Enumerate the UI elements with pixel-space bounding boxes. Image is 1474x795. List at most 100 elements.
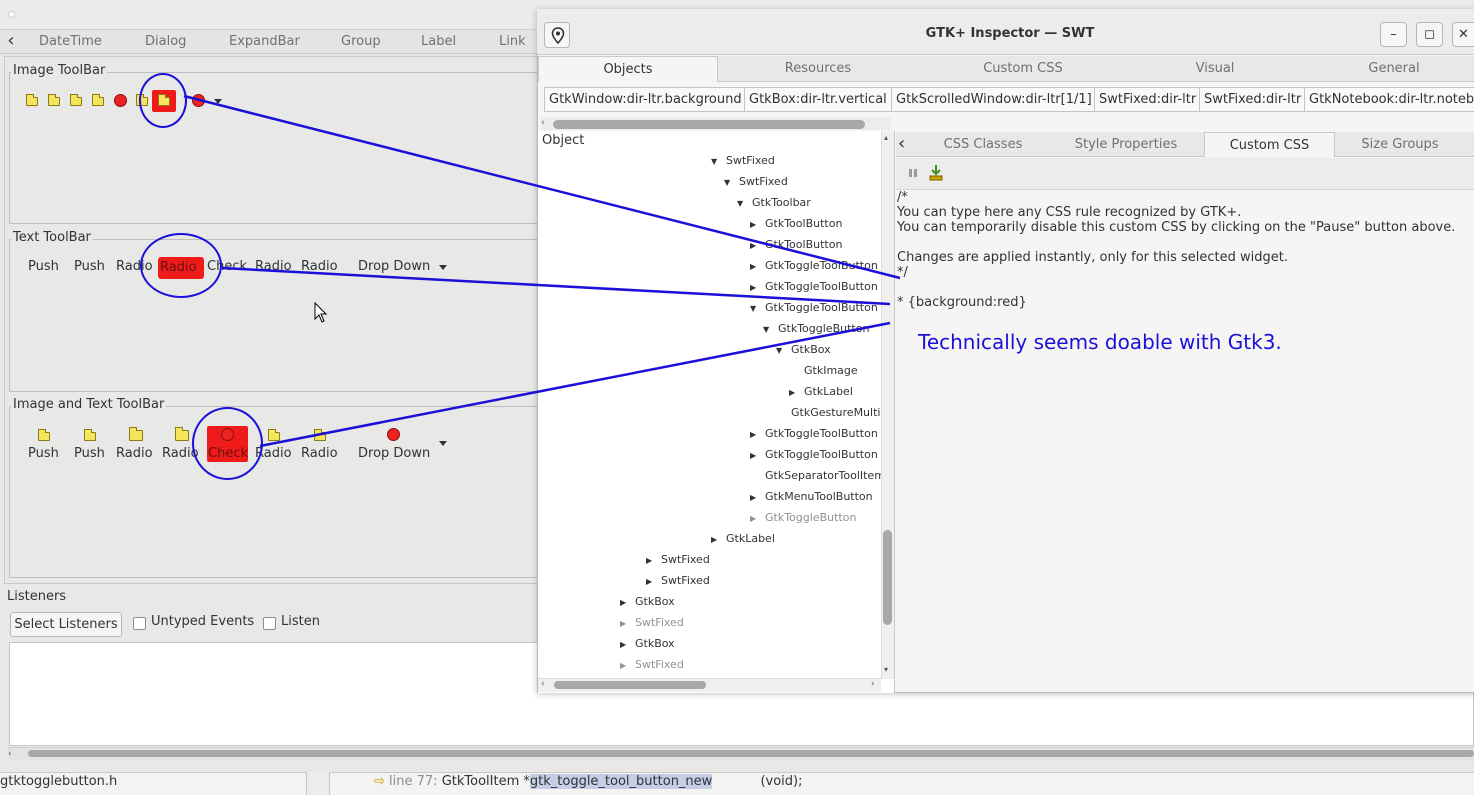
subtab-custom-css[interactable]: Custom CSS [1204, 132, 1335, 157]
subtab-size-groups[interactable]: Size Groups [1361, 137, 1439, 152]
dropdown-arrow-icon[interactable] [439, 265, 447, 270]
scrollbar-thumb[interactable] [883, 530, 892, 625]
tree-row[interactable]: GtkMenuToolButton [765, 490, 873, 503]
tab-custom-css[interactable]: Custom CSS [983, 61, 1063, 76]
folder-icon[interactable] [26, 94, 38, 106]
expander-icon[interactable]: ▼ [724, 178, 731, 187]
folder-icon[interactable] [48, 94, 60, 106]
expander-icon[interactable]: ▶ [750, 493, 757, 502]
toolbar-radio-button[interactable]: Radio [116, 446, 153, 461]
tree-row[interactable]: GtkLabel [726, 532, 775, 545]
expander-icon[interactable]: ▼ [711, 157, 718, 166]
expander-icon[interactable]: ▼ [776, 346, 783, 355]
back-arrow-icon[interactable]: ‹ [898, 133, 906, 154]
expander-icon[interactable]: ▶ [750, 283, 757, 292]
tree-row[interactable]: GtkSeparatorToolItem [765, 469, 885, 482]
expander-icon[interactable]: ▶ [646, 556, 653, 565]
save-icon[interactable] [928, 164, 944, 182]
tree-row[interactable]: SwtFixed [635, 658, 684, 671]
tree-row[interactable]: SwtFixed [726, 154, 775, 167]
tree-row[interactable]: GtkToggleToolButton [765, 280, 878, 293]
tab-resources[interactable]: Resources [784, 61, 852, 76]
scrollbar-thumb[interactable] [553, 120, 865, 129]
toolbar-dropdown-button[interactable]: Drop Down [358, 259, 431, 274]
select-widget-button[interactable] [544, 22, 570, 48]
tree-row[interactable]: GtkGestureMulti [791, 406, 881, 419]
expander-icon[interactable]: ▶ [750, 220, 757, 229]
expander-icon[interactable]: ▶ [620, 661, 627, 670]
toolbar-push-button[interactable]: Push [74, 446, 105, 461]
scroll-left-icon[interactable]: ‹ [541, 118, 545, 128]
toolbar-radio-button[interactable]: Radio [162, 446, 199, 461]
breadcrumb-item[interactable]: SwtFixed:dir-ltr [1199, 87, 1307, 112]
scroll-right-icon[interactable]: › [871, 679, 875, 689]
tree-row[interactable]: GtkToolButton [765, 238, 843, 251]
tab-link[interactable]: Link [499, 34, 526, 49]
scroll-down-icon[interactable]: ▾ [884, 665, 889, 674]
tree-row[interactable]: SwtFixed [635, 616, 684, 629]
tab-datetime[interactable]: DateTime [39, 34, 102, 49]
toolbar-push-button[interactable]: Push [28, 259, 59, 274]
subtab-style-properties[interactable]: Style Properties [1074, 137, 1178, 152]
breadcrumb-item[interactable]: GtkWindow:dir-ltr.background [544, 87, 747, 112]
untyped-events-checkbox[interactable] [133, 617, 146, 630]
tab-objects[interactable]: Objects [538, 56, 718, 82]
window-menu-icon[interactable] [8, 11, 15, 18]
tree-row[interactable]: GtkToggleButton [765, 511, 857, 524]
toolbar-push-button[interactable]: Push [74, 259, 105, 274]
tree-row[interactable]: GtkToggleToolButton [765, 448, 878, 461]
breadcrumb-item[interactable]: GtkNotebook:dir-ltr.noteb [1304, 87, 1474, 112]
tab-dialog[interactable]: Dialog [145, 34, 187, 49]
tree-row[interactable]: SwtFixed [661, 553, 710, 566]
expander-icon[interactable]: ▶ [620, 598, 627, 607]
toolbar-radio-button[interactable]: Radio [255, 446, 292, 461]
expander-icon[interactable]: ▶ [646, 577, 653, 586]
tab-expandbar[interactable]: ExpandBar [229, 34, 300, 49]
tree-row[interactable]: GtkBox [635, 637, 675, 650]
folder-icon[interactable] [92, 94, 104, 106]
breadcrumb-item[interactable]: GtkBox:dir-ltr.vertical [744, 87, 892, 112]
expander-icon[interactable]: ▶ [750, 451, 757, 460]
tab-label[interactable]: Label [421, 34, 457, 49]
listen-checkbox[interactable] [263, 617, 276, 630]
scroll-left-icon[interactable]: ‹ [8, 749, 12, 759]
toolbar-radio-button[interactable]: Radio [301, 446, 338, 461]
tree-row[interactable]: GtkToolButton [765, 217, 843, 230]
tree-row[interactable]: GtkLabel [804, 385, 853, 398]
folder-icon[interactable] [70, 94, 82, 106]
scrollbar-thumb[interactable] [554, 681, 706, 689]
expander-icon[interactable]: ▶ [711, 535, 718, 544]
expander-icon[interactable]: ▶ [750, 430, 757, 439]
toolbar-dropdown-button[interactable]: Drop Down [358, 446, 431, 461]
tree-row[interactable]: GtkImage [804, 364, 858, 377]
tree-row[interactable]: SwtFixed [739, 175, 788, 188]
scroll-up-icon[interactable]: ▴ [884, 133, 889, 142]
expander-icon[interactable]: ▶ [620, 640, 627, 649]
close-button[interactable]: ✕ [1452, 22, 1474, 47]
tree-row[interactable]: GtkToggleButton [778, 322, 870, 335]
tabs-scroll-left-icon[interactable]: ‹ [7, 30, 15, 51]
expander-icon[interactable]: ▼ [763, 325, 770, 334]
tab-visual[interactable]: Visual [1195, 61, 1235, 76]
tree-row[interactable]: SwtFixed [661, 574, 710, 587]
tree-row[interactable]: GtkToggleToolButton [765, 259, 878, 272]
dropdown-arrow-icon[interactable] [214, 99, 222, 104]
breadcrumb-item[interactable]: GtkScrolledWindow:dir-ltr[1/1] [891, 87, 1097, 112]
toolbar-radio-button[interactable]: Radio [255, 259, 292, 274]
toolbar-radio-button[interactable]: Radio [301, 259, 338, 274]
red-dot-icon[interactable] [114, 94, 127, 107]
expander-icon[interactable]: ▶ [620, 619, 627, 628]
expander-icon[interactable]: ▼ [737, 199, 744, 208]
dropdown-arrow-icon[interactable] [439, 441, 447, 446]
expander-icon[interactable]: ▶ [750, 241, 757, 250]
subtab-css-classes[interactable]: CSS Classes [943, 137, 1023, 152]
expander-icon[interactable]: ▼ [750, 304, 757, 313]
tab-group[interactable]: Group [341, 34, 381, 49]
pause-icon[interactable] [908, 168, 918, 178]
tree-row[interactable]: GtkToggleToolButton [765, 301, 878, 314]
scroll-left-icon[interactable]: ‹ [541, 679, 545, 689]
expander-icon[interactable]: ▶ [789, 388, 796, 397]
expander-icon[interactable]: ▶ [750, 262, 757, 271]
red-dot-icon[interactable] [192, 94, 205, 107]
breadcrumb-item[interactable]: SwtFixed:dir-ltr [1094, 87, 1202, 112]
